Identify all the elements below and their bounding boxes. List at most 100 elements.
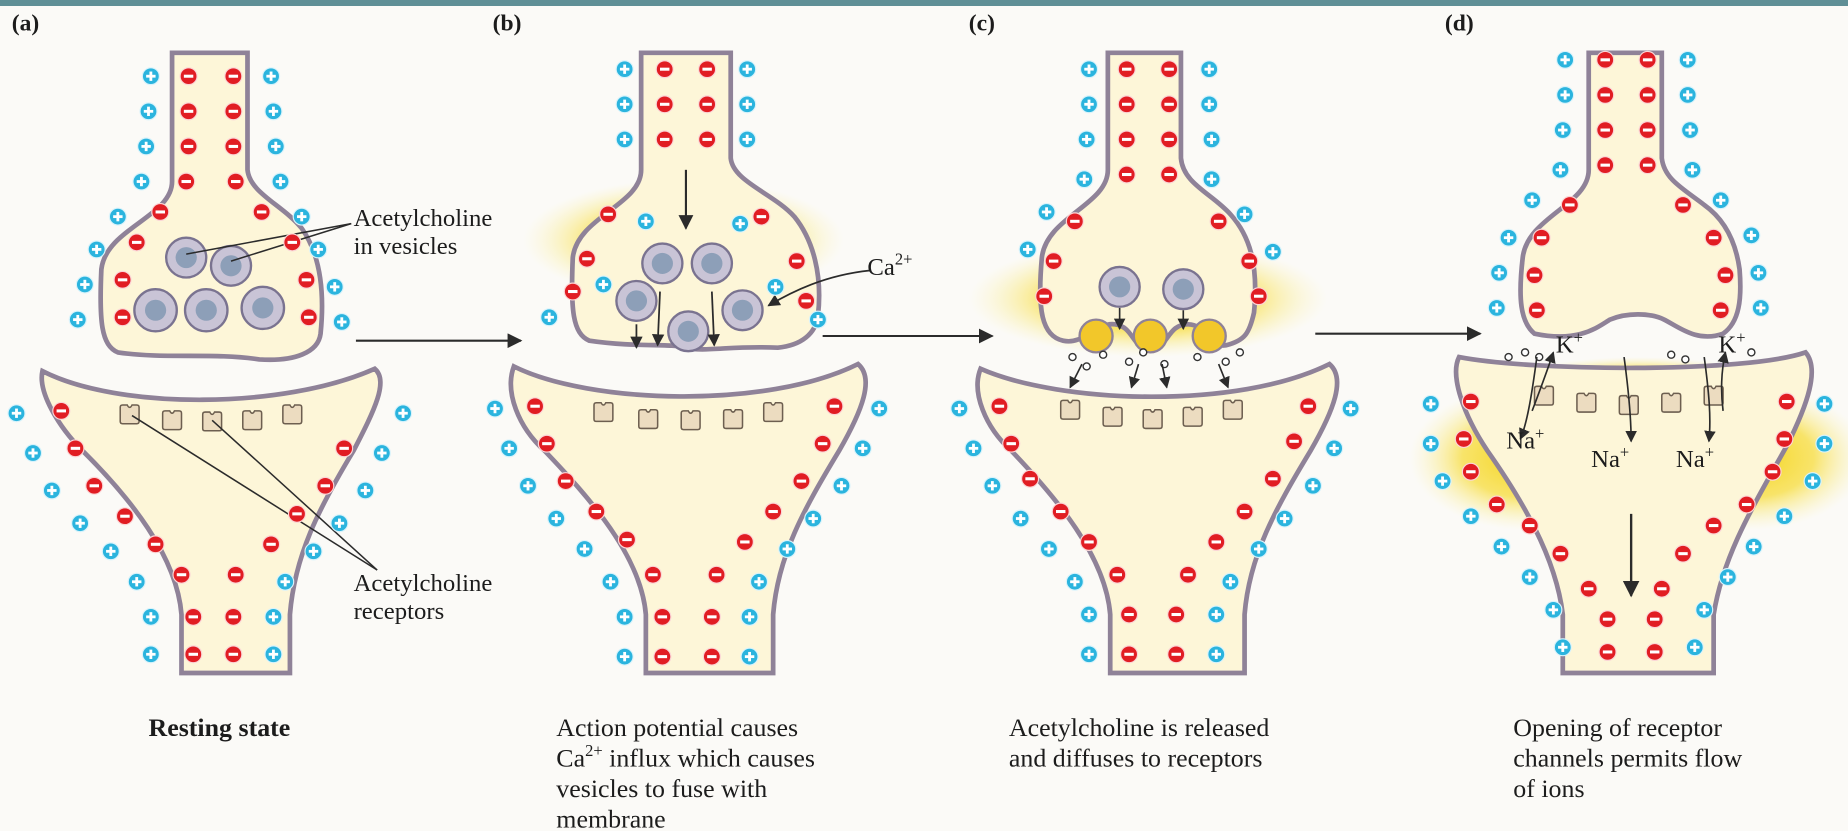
positive-ion-icon bbox=[140, 103, 157, 120]
positive-ion-icon bbox=[142, 608, 159, 625]
negative-ion-icon bbox=[1036, 288, 1053, 305]
positive-ion-icon bbox=[1804, 473, 1821, 490]
negative-ion-icon bbox=[1022, 470, 1039, 487]
negative-ion-icon bbox=[1597, 122, 1614, 139]
positive-ion-icon bbox=[265, 646, 282, 663]
negative-ion-icon bbox=[227, 173, 244, 190]
positive-ion-icon bbox=[1686, 639, 1703, 656]
caption-b-line2: Ca2+ influx which causes bbox=[556, 741, 815, 772]
caption-b-line3: vesicles to fuse with bbox=[556, 774, 767, 803]
receptor-icon bbox=[1662, 393, 1681, 412]
presynaptic-membrane-c bbox=[1040, 53, 1255, 350]
positive-ion-icon bbox=[616, 96, 633, 113]
positive-ion-icon bbox=[1422, 395, 1439, 412]
negative-ion-icon bbox=[1526, 267, 1543, 284]
positive-ion-icon bbox=[751, 573, 768, 590]
negative-ion-icon bbox=[225, 103, 242, 120]
negative-ion-icon bbox=[1250, 288, 1267, 305]
positive-ion-icon bbox=[1488, 299, 1505, 316]
vesicle-icon bbox=[134, 289, 176, 331]
negative-ion-icon bbox=[1264, 470, 1281, 487]
positive-ion-icon bbox=[310, 241, 327, 258]
positive-ion-icon bbox=[1434, 473, 1451, 490]
label-acetylcholine-vesicles-line2: in vesicles bbox=[354, 233, 458, 260]
negative-ion-icon bbox=[253, 204, 270, 221]
positive-ion-icon bbox=[1493, 538, 1510, 555]
caption-d-line2: channels permits flow bbox=[1513, 744, 1742, 773]
positive-ion-icon bbox=[1081, 606, 1098, 623]
receptor-icon bbox=[681, 411, 700, 430]
negative-ion-icon bbox=[578, 250, 595, 267]
negative-ion-icon bbox=[703, 608, 720, 625]
positive-ion-icon bbox=[520, 477, 537, 494]
positive-ion-icon bbox=[501, 440, 518, 457]
negative-ion-icon bbox=[753, 208, 770, 225]
vesicle-icon bbox=[1163, 269, 1203, 309]
panel-b: (b) Ca2+ bbox=[487, 11, 913, 831]
positive-ion-icon bbox=[767, 278, 784, 295]
negative-ion-icon bbox=[1488, 496, 1505, 513]
positive-ion-icon bbox=[1776, 508, 1793, 525]
presynaptic-membrane-d bbox=[1521, 53, 1741, 337]
negative-ion-icon bbox=[225, 138, 242, 155]
negative-ion-icon bbox=[86, 477, 103, 494]
negative-ion-icon bbox=[263, 536, 280, 553]
negative-ion-icon bbox=[180, 68, 197, 85]
positive-ion-icon bbox=[809, 311, 826, 328]
negative-ion-icon bbox=[1208, 534, 1225, 551]
positive-ion-icon bbox=[357, 482, 374, 499]
negative-ion-icon bbox=[600, 206, 617, 223]
negative-ion-icon bbox=[788, 253, 805, 270]
negative-ion-icon bbox=[1597, 157, 1614, 174]
caption-b-line1: Action potential causes bbox=[556, 713, 798, 742]
positive-ion-icon bbox=[637, 213, 654, 230]
positive-ion-icon bbox=[1500, 229, 1517, 246]
caption-d-line3: of ions bbox=[1513, 774, 1584, 803]
panel-d: (d) K+ K+ bbox=[1410, 11, 1848, 803]
positive-ion-icon bbox=[72, 515, 89, 532]
positive-ion-icon bbox=[109, 208, 126, 225]
positive-ion-icon bbox=[1276, 510, 1293, 527]
receptor-icon bbox=[639, 410, 658, 429]
negative-ion-icon bbox=[128, 234, 145, 251]
positive-ion-icon bbox=[76, 276, 93, 293]
negative-ion-icon bbox=[656, 61, 673, 78]
caption-c-line2: and diffuses to receptors bbox=[1009, 744, 1263, 773]
positive-ion-icon bbox=[1040, 541, 1057, 558]
negative-ion-icon bbox=[527, 398, 544, 415]
positive-ion-icon bbox=[69, 311, 86, 328]
positive-ion-icon bbox=[277, 573, 294, 590]
positive-ion-icon bbox=[1712, 192, 1729, 209]
positive-ion-icon bbox=[1816, 435, 1833, 452]
negative-ion-icon bbox=[793, 473, 810, 490]
negative-ion-icon bbox=[225, 68, 242, 85]
positive-ion-icon bbox=[8, 405, 25, 422]
negative-ion-icon bbox=[225, 646, 242, 663]
negative-ion-icon bbox=[152, 204, 169, 221]
positive-ion-icon bbox=[1684, 161, 1701, 178]
negative-ion-icon bbox=[1599, 611, 1616, 628]
positive-ion-icon bbox=[1038, 204, 1055, 221]
positive-ion-icon bbox=[1521, 569, 1538, 586]
negative-ion-icon bbox=[185, 646, 202, 663]
negative-ion-icon bbox=[1161, 61, 1178, 78]
positive-ion-icon bbox=[1679, 51, 1696, 68]
positive-ion-icon bbox=[739, 131, 756, 148]
negative-ion-icon bbox=[703, 648, 720, 665]
negative-ion-icon bbox=[1561, 197, 1578, 214]
caption-c-line1: Acetylcholine is released bbox=[1009, 713, 1270, 742]
positive-ion-icon bbox=[1236, 206, 1253, 223]
negative-ion-icon bbox=[1778, 393, 1795, 410]
negative-ion-icon bbox=[1118, 61, 1135, 78]
negative-ion-icon bbox=[178, 173, 195, 190]
positive-ion-icon bbox=[1208, 606, 1225, 623]
vesicle-icon bbox=[211, 246, 251, 286]
positive-ion-icon bbox=[1682, 122, 1699, 139]
negative-ion-icon bbox=[1705, 517, 1722, 534]
negative-ion-icon bbox=[588, 503, 605, 520]
caption-d-line1: Opening of receptor bbox=[1513, 713, 1722, 742]
positive-ion-icon bbox=[1264, 243, 1281, 260]
negative-ion-icon bbox=[1639, 87, 1656, 104]
negative-ion-icon bbox=[1717, 267, 1734, 284]
negative-ion-icon bbox=[1533, 229, 1550, 246]
